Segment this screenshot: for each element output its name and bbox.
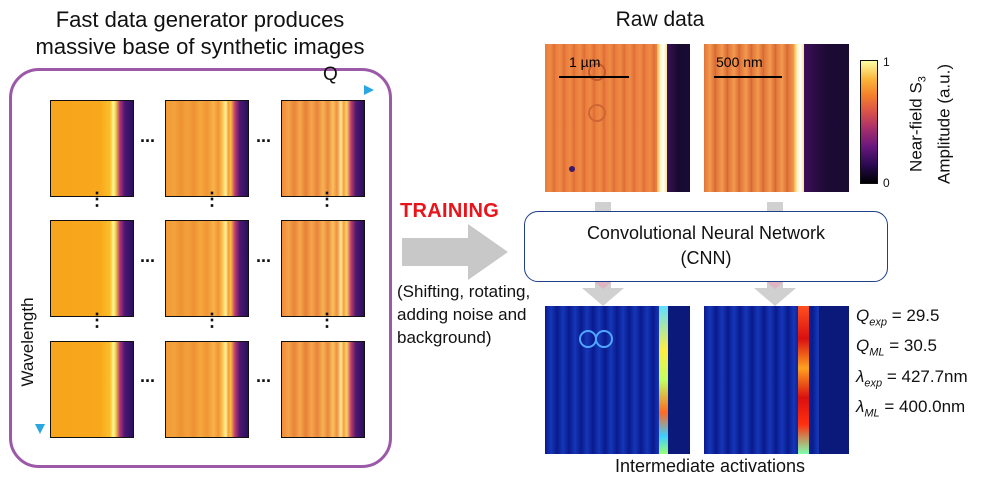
wavelength-axis-label: Wavelength (18, 297, 37, 387)
h-ellipsis: ... (140, 246, 156, 266)
generator-title-line1: Fast data generator produces (55, 7, 345, 32)
lambda-exp-row: λexp = 427.7nm (856, 366, 968, 390)
raw-data-title: Raw data (615, 8, 705, 31)
activation-image-2 (704, 306, 849, 454)
colorbar (860, 60, 878, 184)
synthetic-image (50, 100, 134, 197)
scalebar-label-1: 1 µm (569, 54, 601, 70)
synthetic-images-frame (9, 68, 392, 468)
synthetic-image (50, 341, 134, 438)
generator-title-line2: massive base of synthetic images (35, 34, 365, 59)
synthetic-image (165, 100, 249, 197)
synthetic-image (165, 220, 249, 317)
augmentation-text: (Shifting, rotating, adding noise and ba… (397, 282, 531, 347)
raw-image-1: 1 µm (545, 44, 690, 192)
q-ml-row: QML = 30.5 (856, 336, 937, 359)
h-ellipsis: ... (140, 126, 156, 146)
h-ellipsis: ... (256, 366, 272, 386)
colorbar-max-label: 1 (883, 55, 890, 69)
synthetic-image (281, 220, 365, 317)
cnn-line2: (CNN) (680, 248, 732, 268)
h-ellipsis: ... (140, 366, 156, 386)
v-ellipsis: ⋮ (88, 310, 106, 330)
v-ellipsis: ⋮ (318, 189, 336, 209)
colorbar-min-label: 0 (883, 176, 890, 190)
generator-title: Fast data generator produces massive bas… (0, 6, 400, 60)
scalebar-label-2: 500 nm (716, 54, 763, 70)
cnn-box: Convolutional Neural Network (CNN) (524, 211, 888, 282)
v-ellipsis: ⋮ (318, 310, 336, 330)
metrics-panel: Qexp = 29.5 QML = 30.5 λexp = 427.7nm λM… (856, 304, 968, 426)
training-arrow (402, 224, 508, 280)
synthetic-image (281, 100, 365, 197)
synthetic-image (50, 220, 134, 317)
synthetic-image (281, 341, 365, 438)
q-axis-label: Q (323, 64, 338, 85)
raw-image-2: 500 nm (704, 44, 849, 192)
h-ellipsis: ... (256, 246, 272, 266)
training-label: TRAINING (400, 200, 500, 222)
lambda-ml-row: λML = 400.0nm (856, 397, 966, 420)
cnn-line1: Convolutional Neural Network (586, 223, 826, 243)
h-ellipsis: ... (256, 126, 272, 146)
v-ellipsis: ⋮ (203, 189, 221, 209)
v-ellipsis: ⋮ (88, 189, 106, 209)
q-exp-row: Qexp = 29.5 (856, 306, 940, 329)
v-ellipsis: ⋮ (203, 310, 221, 330)
activation-image-1 (545, 306, 690, 454)
colorbar-title: Near-field S3 Amplitude (a.u.) (906, 64, 954, 184)
synthetic-image (165, 341, 249, 438)
activations-caption: Intermediate activations (614, 456, 806, 476)
